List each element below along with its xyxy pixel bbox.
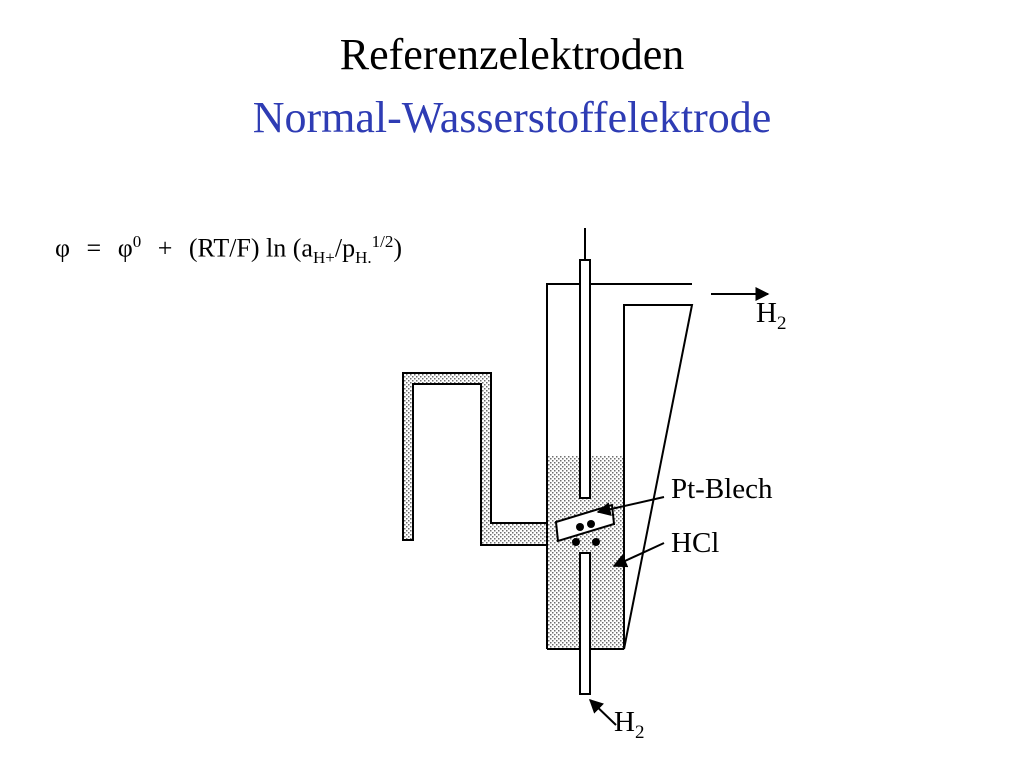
gas-inlet-tube — [579, 552, 591, 695]
plus-sign: + — [157, 233, 173, 263]
formula-slash-p: /p — [334, 233, 356, 263]
h2-inlet-pointer — [588, 699, 617, 726]
hcl-pointer — [612, 542, 665, 568]
phi0-symbol: φ — [117, 233, 133, 263]
salt-bridge — [402, 372, 548, 546]
page-title: Referenzelektroden — [339, 30, 685, 79]
hcl-label: HCl — [671, 527, 720, 559]
gas-bubble — [592, 538, 600, 546]
equals-sign: = — [86, 233, 102, 263]
phi-symbol: φ — [55, 233, 71, 263]
pt-blech-label: Pt-Blech — [671, 473, 773, 505]
electrode-tube — [579, 259, 591, 499]
gas-bubble — [572, 538, 580, 546]
h2-outlet-label: H2 — [756, 297, 787, 334]
gas-bubble — [576, 523, 584, 531]
formula-term: (RT/F) ln (a — [188, 233, 313, 263]
pt-blech-pointer — [596, 496, 665, 517]
gas-bubble — [587, 520, 595, 528]
h2-inlet-label: H2 — [614, 706, 645, 743]
pressure-subscript: H. — [355, 247, 372, 267]
phi0-superscript: 0 — [132, 232, 142, 251]
vessel-outline — [546, 283, 694, 650]
activity-subscript: H+ — [312, 247, 335, 267]
formula-close: ) — [393, 233, 403, 263]
half-exponent: 1/2 — [371, 232, 394, 251]
page-subtitle: Normal-Wasserstoffelektrode — [252, 93, 772, 142]
nernst-equation: φ = φ0 + (RT/F) ln (aH+/pH.1/2) — [55, 232, 402, 268]
